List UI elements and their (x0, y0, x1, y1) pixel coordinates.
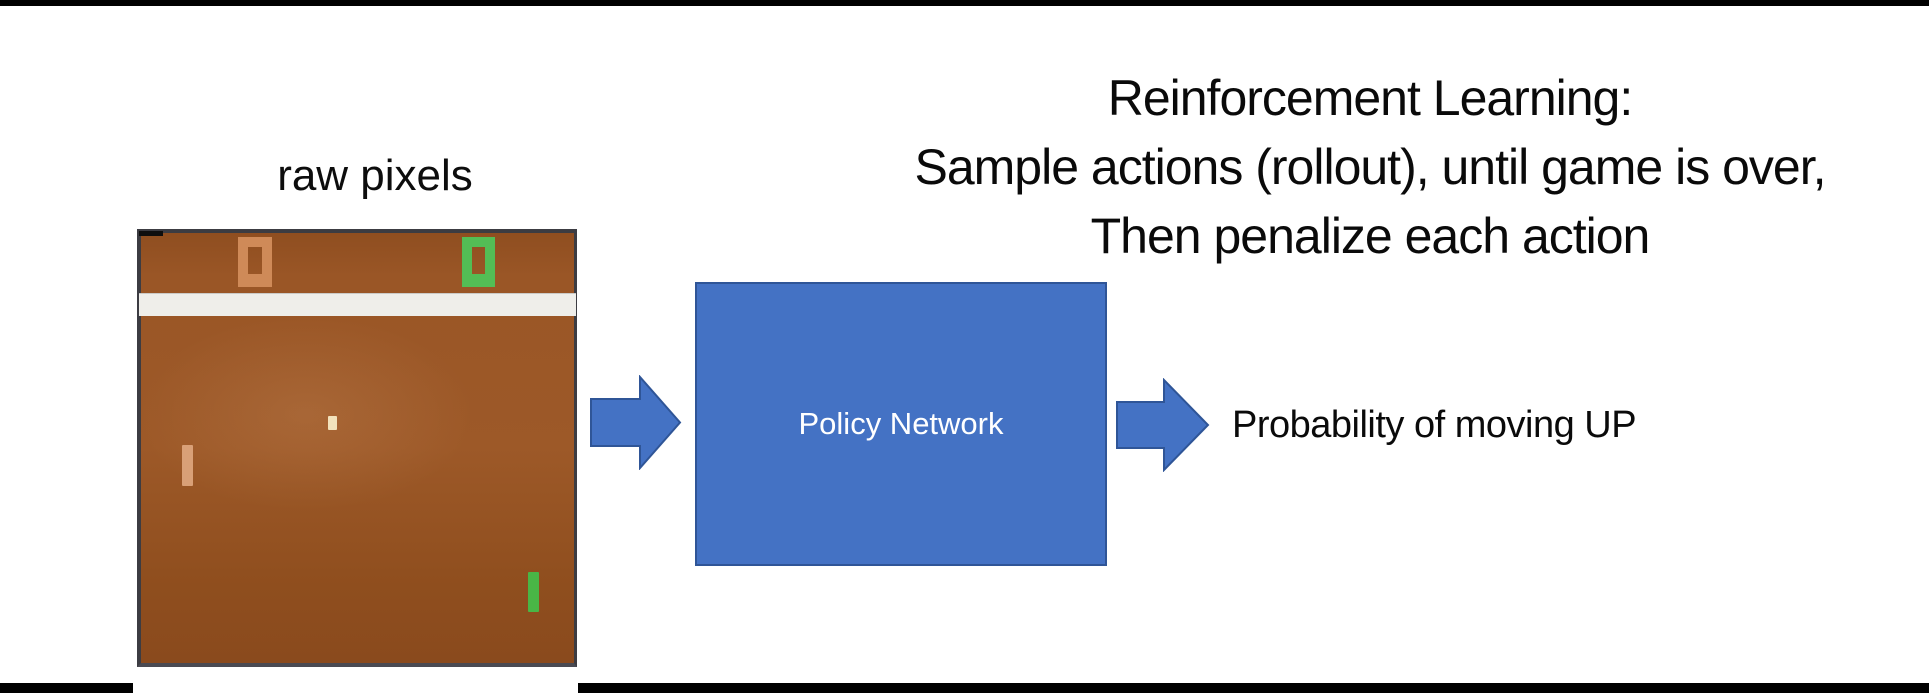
output-probability-label: Probability of moving UP (1232, 404, 1637, 446)
slide-title: Reinforcement Learning: Sample actions (… (790, 64, 1929, 271)
pong-ball (328, 416, 337, 430)
title-line-1: Reinforcement Learning: (1107, 70, 1634, 126)
raw-pixels-caption: raw pixels (277, 151, 473, 200)
right-paddle (528, 572, 539, 612)
title-line-3: Then penalize each action (1090, 208, 1651, 264)
top-black-bar (0, 0, 1929, 6)
output-arrow-icon (1116, 378, 1210, 472)
bottom-black-bar-right (578, 683, 1929, 693)
pong-field (139, 231, 576, 663)
pong-game-screenshot (137, 229, 577, 667)
title-line-2: Sample actions (rollout), until game is … (914, 139, 1827, 195)
input-arrow-icon (590, 375, 682, 470)
policy-network-label: Policy Network (798, 406, 1004, 441)
left-score-digit (238, 237, 272, 287)
left-paddle (182, 445, 193, 486)
bottom-black-bar-left (0, 683, 133, 693)
right-score-digit (462, 237, 495, 287)
field-corner-notch (139, 231, 163, 236)
field-divider-band (139, 293, 576, 316)
policy-network-box: Policy Network (695, 282, 1107, 566)
